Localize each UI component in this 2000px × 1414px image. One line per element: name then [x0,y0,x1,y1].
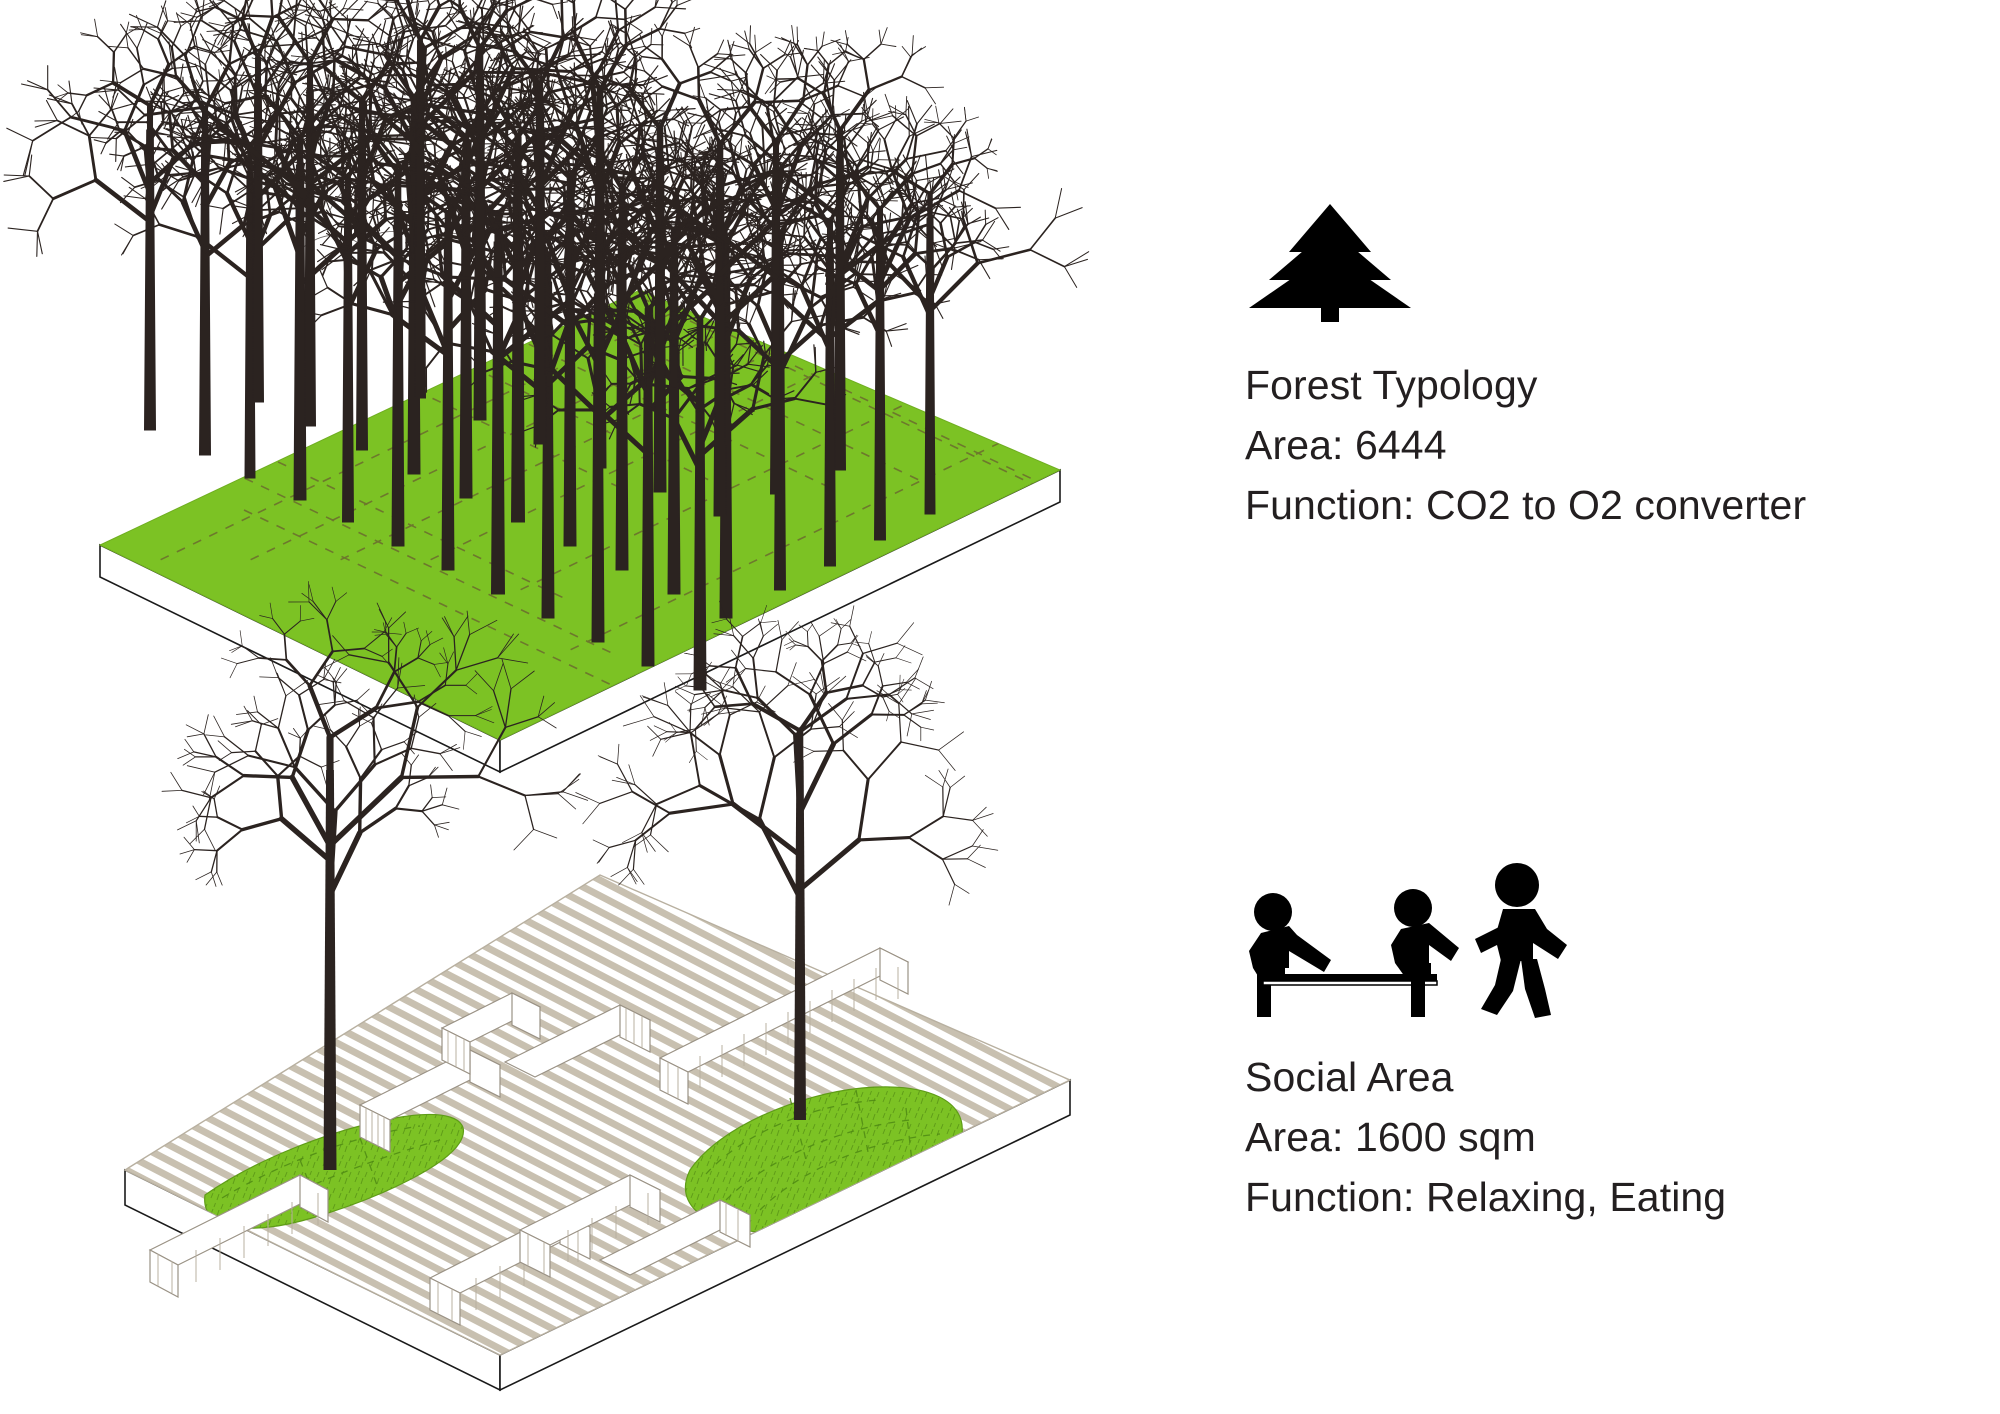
bench-cluster-lower-middle [428,1174,752,1326]
walking-person [1475,863,1567,1018]
seated-person-left [1249,893,1331,1017]
forest-legend: Forest Typology Area: 6444 Function: CO2… [1245,200,1945,538]
forest-grass-surface [98,289,1062,741]
bench-bar [1262,974,1438,986]
social-legend: Social Area Area: 1600 sqm Function: Rel… [1245,855,1945,1230]
social-legend-text: Social Area Area: 1600 sqm Function: Rel… [1245,1050,1945,1224]
forest-area: Area: 6444 [1245,422,1447,469]
seated-person-right [1391,889,1459,1017]
social-area: Area: 1600 sqm [1245,1114,1536,1161]
social-trees [161,581,999,1170]
forest-typology-illustration [0,0,1180,774]
pine-tree-icon [1249,204,1411,322]
people-bench-icon [1249,863,1567,1018]
forest-platform-svg [3,0,1090,774]
social-title: Social Area [1245,1054,1454,1100]
forest-function: Function: CO2 to O2 converter [1245,482,1807,529]
social-function: Function: Relaxing, Eating [1245,1174,1727,1221]
social-platform-svg [123,581,1072,1392]
bench-cluster-right [658,947,910,1105]
forest-title: Forest Typology [1245,362,1538,408]
social-area-illustration [0,581,1180,1414]
bench-structures [148,947,910,1326]
bench-cluster-upper [358,992,652,1153]
bench-cluster-left [148,1173,330,1299]
forest-legend-text: Forest Typology Area: 6444 Function: CO2… [1245,358,1945,532]
forest-trees [3,0,1090,691]
